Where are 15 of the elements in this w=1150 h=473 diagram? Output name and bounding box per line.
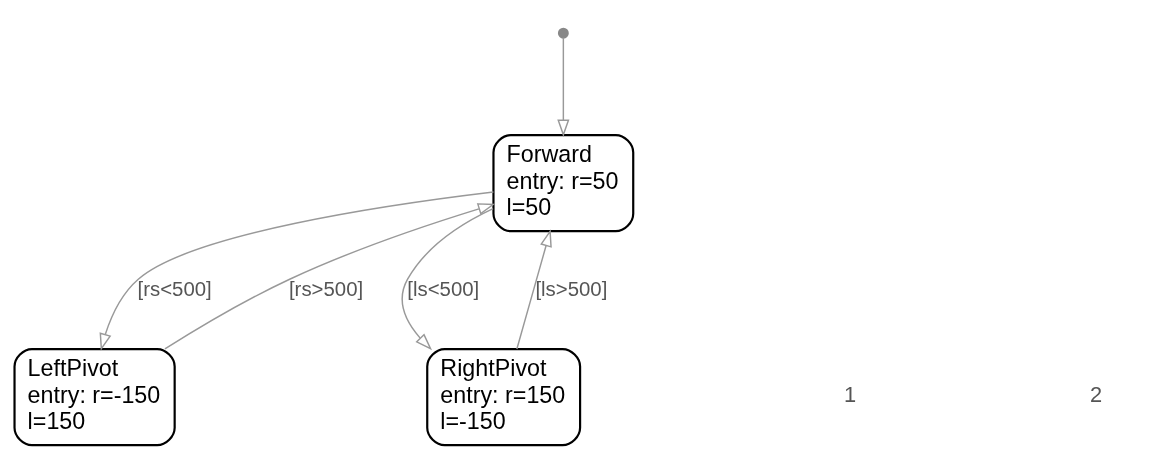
node-box: LeftPivot entry: r=-150 l=150 (13, 347, 176, 446)
arrow (99, 190, 495, 351)
label: 1 (844, 381, 857, 407)
node-box: RightPivot entry: r=150 l=-150 (426, 347, 582, 446)
edge-label: [ls>500] (535, 277, 608, 300)
edge-label: [rs<500] (137, 277, 212, 300)
label: 2 (1090, 381, 1103, 407)
arrow (557, 36, 570, 137)
edge-label: [rs>500] (288, 277, 364, 300)
arrow (516, 228, 552, 350)
node-circle (557, 27, 569, 39)
edge-label: [ls<500] (407, 277, 480, 300)
arrow (164, 202, 496, 350)
arrow (401, 207, 494, 350)
node-box: Forward entry: r=50 l=50 (492, 133, 635, 232)
